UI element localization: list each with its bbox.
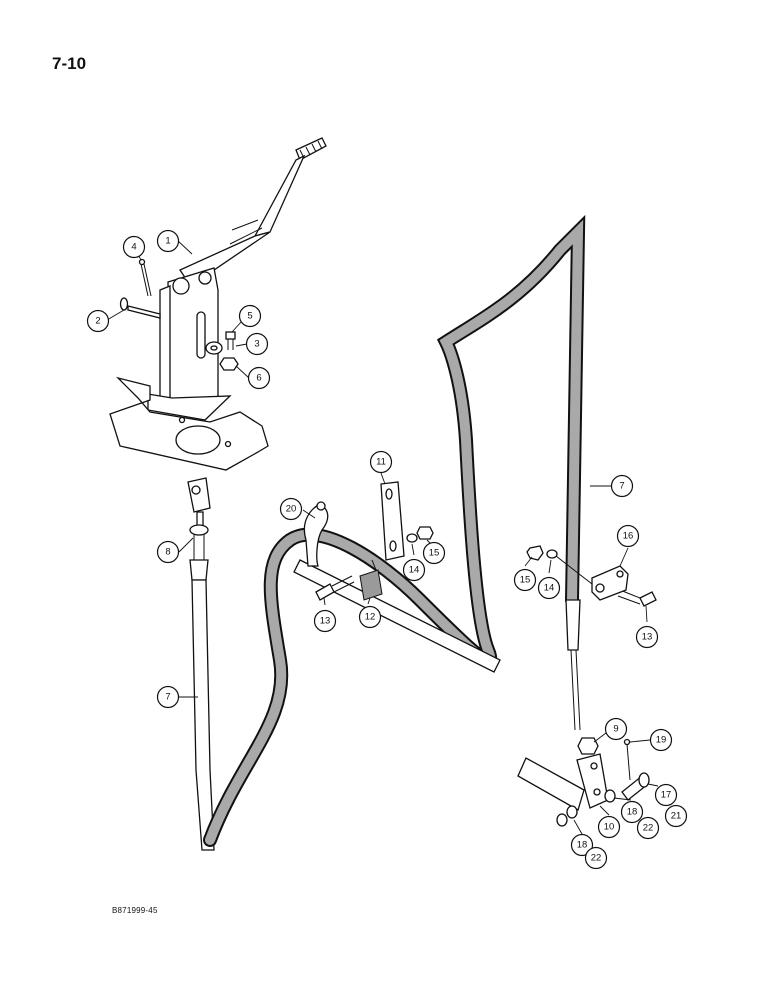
svg-text:18: 18 [577,840,588,851]
svg-text:9: 9 [613,724,618,735]
mounting-strap [380,481,405,561]
cable-clevis-left [187,477,211,581]
brake-cable [191,214,586,851]
callout-3: 3 [245,332,269,356]
callout-22-left: 22 [584,846,608,870]
callout-18-right: 18 [620,800,644,824]
callout-14-right: 14 [537,576,561,600]
callout-19: 19 [649,728,673,752]
nut-washer-left [406,526,434,543]
callout-16: 16 [616,524,640,548]
svg-text:12: 12 [365,612,376,623]
svg-text:8: 8 [165,547,170,558]
cotter-pin [138,258,152,297]
svg-text:19: 19 [656,735,667,746]
callout-7-right: 7 [610,474,634,498]
callout-4: 4 [122,235,146,259]
callout-13-left: 13 [313,609,337,633]
tube-bracket [359,559,383,601]
svg-text:5: 5 [247,311,252,322]
callout-10: 10 [597,815,621,839]
page-number: 7-10 [52,54,87,73]
callout-12: 12 [358,605,382,629]
svg-text:13: 13 [642,632,653,643]
callout-13-right: 13 [635,625,659,649]
svg-text:1: 1 [165,236,170,247]
svg-text:20: 20 [286,504,297,515]
pin-and-washers [556,738,650,827]
callout-18-left: 18 [570,833,594,857]
svg-text:4: 4 [131,242,136,253]
cable-bracket-right [526,545,629,601]
leader-lines [106,239,659,835]
callout-21: 21 [664,804,688,828]
callout-15-left: 15 [422,541,446,565]
svg-text:18: 18 [627,807,638,818]
callout-2: 2 [86,309,110,333]
brake-lever [147,137,327,421]
svg-text:11: 11 [376,457,386,468]
svg-text:15: 15 [520,575,531,586]
svg-text:14: 14 [544,583,555,594]
callout-9: 9 [604,717,628,741]
callout-15-right: 15 [513,568,537,592]
cable-clamp [303,501,329,567]
clevis-pin [119,297,161,319]
figure-code: B871999-45 [112,906,158,915]
svg-text:22: 22 [643,823,654,834]
callout-20: 20 [279,497,303,521]
svg-text:17: 17 [661,790,672,801]
bolt-washer-nut [205,331,239,371]
svg-text:13: 13 [320,616,331,627]
bolt-left [315,575,355,601]
svg-text:15: 15 [429,548,440,559]
svg-text:14: 14 [409,565,420,576]
callout-8: 8 [156,540,180,564]
callout-1: 1 [156,229,180,253]
brake-arm-assembly [517,737,609,811]
floor-mount-plate [109,376,269,471]
bolt-right [617,589,657,607]
callout-7-left: 7 [156,685,180,709]
svg-text:3: 3 [254,339,259,350]
svg-text:21: 21 [671,811,682,822]
svg-text:16: 16 [623,531,634,542]
svg-text:7: 7 [619,481,624,492]
callout-6: 6 [247,366,271,390]
svg-text:2: 2 [95,316,100,327]
svg-text:7: 7 [165,692,170,703]
callout-11: 11 [369,450,393,474]
callout-17: 17 [654,783,678,807]
callout-5: 5 [238,304,262,328]
svg-text:6: 6 [256,373,261,384]
svg-text:10: 10 [604,822,615,833]
callout-14-left: 14 [402,558,426,582]
svg-text:22: 22 [591,853,602,864]
callout-22-right: 22 [636,816,660,840]
